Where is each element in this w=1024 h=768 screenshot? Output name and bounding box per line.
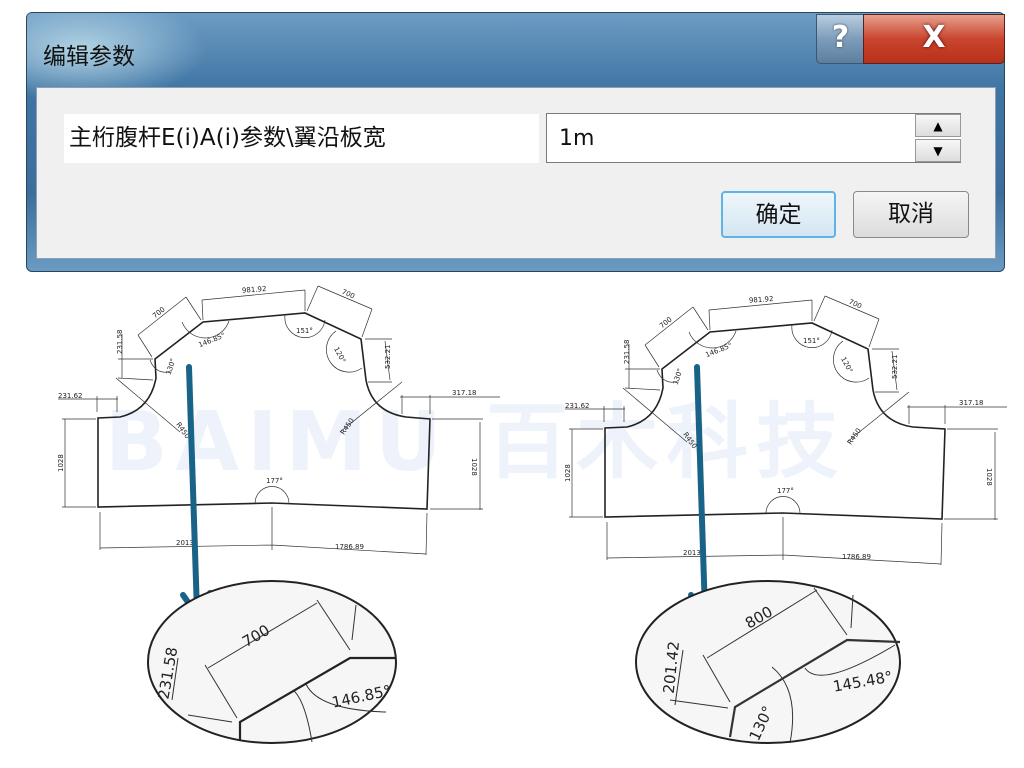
dim-label: 700 xyxy=(151,305,166,320)
dim-label: 231.58 xyxy=(623,340,631,365)
dimension-lines xyxy=(58,285,500,556)
dim-label: 2013 xyxy=(176,539,194,547)
dim-label: 1786.89 xyxy=(842,553,871,561)
parameter-value-spinbox[interactable]: 1m ▲ ▼ xyxy=(546,113,961,163)
magnified-view-left: 700 231.58 146.85° xyxy=(147,580,397,744)
dim-label: 700 xyxy=(658,315,673,330)
dim-label: 1028 xyxy=(470,458,478,476)
parameter-value-input[interactable]: 1m xyxy=(559,126,595,151)
angle-label: 177° xyxy=(777,487,794,495)
edit-parameters-dialog: 编辑参数 ? X 主桁腹杆E(i)A(i)参数\翼沿板宽 1m ▲ ▼ 确定 取… xyxy=(26,12,1005,272)
dialog-body: 主桁腹杆E(i)A(i)参数\翼沿板宽 1m ▲ ▼ 确定 取消 xyxy=(36,87,996,259)
parameter-name-label: 主桁腹杆E(i)A(i)参数\翼沿板宽 xyxy=(64,114,539,163)
angle-label: 146.85° xyxy=(704,341,733,359)
dim-label: 1028 xyxy=(564,464,572,482)
outline xyxy=(604,322,946,520)
angle-label: 146.85° xyxy=(197,331,226,349)
ok-button[interactable]: 确定 xyxy=(721,191,836,238)
dim-label: 532.21 xyxy=(384,345,392,370)
cancel-button[interactable]: 取消 xyxy=(853,191,969,238)
dimension-lines xyxy=(565,295,1007,566)
outline xyxy=(97,312,431,510)
angle-label: 130° xyxy=(165,357,178,376)
dim-label: 317.18 xyxy=(452,389,477,397)
watermark: BAIMU 百木科技 xyxy=(105,395,846,490)
magnified-view-right: 800 201.42 145.48° 130° xyxy=(635,580,901,744)
dim-label: 231.62 xyxy=(58,392,83,400)
spin-up-button[interactable]: ▲ xyxy=(915,114,961,137)
angle-label: 120° xyxy=(332,346,347,365)
angle-label: 151° xyxy=(803,337,820,345)
dim-label: 1028 xyxy=(985,468,993,486)
angle-label: 177° xyxy=(266,477,283,485)
dim-label: 231.58 xyxy=(116,330,124,355)
dim-label: 1786.89 xyxy=(335,543,364,551)
dim-label: 317.18 xyxy=(959,399,984,407)
dialog-title: 编辑参数 xyxy=(43,44,135,70)
spinner: ▲ ▼ xyxy=(915,114,961,162)
spin-down-button[interactable]: ▼ xyxy=(915,139,961,162)
angle-label: 130° xyxy=(672,367,685,386)
dim-label: 1028 xyxy=(57,454,65,472)
magnified-side-label: 201.42 xyxy=(660,640,683,694)
close-button[interactable]: X xyxy=(863,14,1005,64)
dim-label: 981.92 xyxy=(749,295,774,305)
dim-label: 981.92 xyxy=(242,285,267,295)
radius-label: R450 xyxy=(846,427,863,447)
dim-label: 532.21 xyxy=(891,355,899,380)
dim-label: 231.62 xyxy=(565,402,590,410)
dim-label: 2013 xyxy=(683,549,701,557)
angle-label: 151° xyxy=(296,327,313,335)
angle-label: 120° xyxy=(839,356,854,375)
